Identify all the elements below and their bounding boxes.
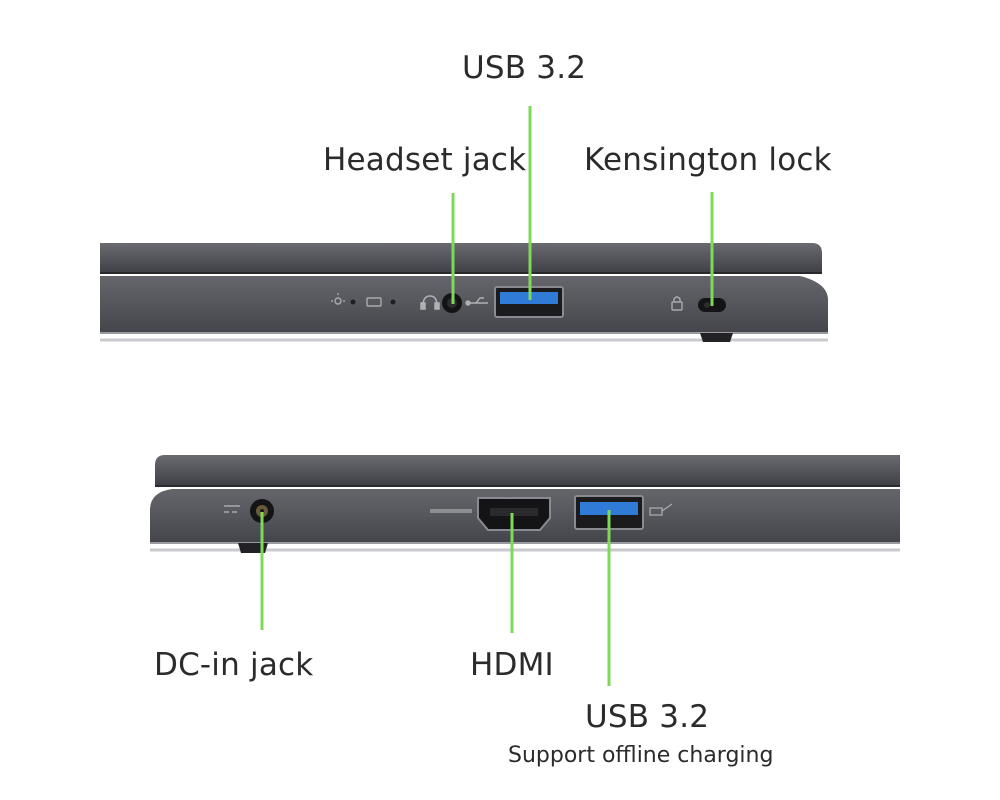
laptop-top-side (100, 243, 828, 342)
headset-icon (420, 295, 440, 310)
lid-bottom (155, 455, 900, 486)
usb-symbol-icon (465, 297, 488, 306)
hdmi-symbol-icon (430, 509, 472, 513)
label-headset-jack: Headset jack (323, 142, 527, 178)
callout-lines (260, 106, 714, 686)
hdmi-port (477, 497, 551, 531)
dc-power-icon (224, 505, 240, 513)
base-top (100, 276, 828, 333)
lid-top (100, 243, 822, 273)
dc-in-jack (250, 499, 274, 523)
lock-icon (671, 296, 683, 311)
status-led-icons (331, 293, 396, 307)
label-hdmi: HDMI (470, 647, 554, 683)
laptop-bottom-side (150, 455, 900, 553)
foot-top (700, 333, 733, 342)
label-usb-bottom: USB 3.2 (585, 699, 710, 735)
label-dc-in-jack: DC-in jack (154, 647, 314, 683)
usb-charging-icon (649, 503, 673, 516)
label-usb-top: USB 3.2 (462, 50, 587, 86)
label-usb-bottom-note: Support offline charging (508, 743, 774, 768)
label-kensington-lock: Kensington lock (584, 142, 832, 178)
